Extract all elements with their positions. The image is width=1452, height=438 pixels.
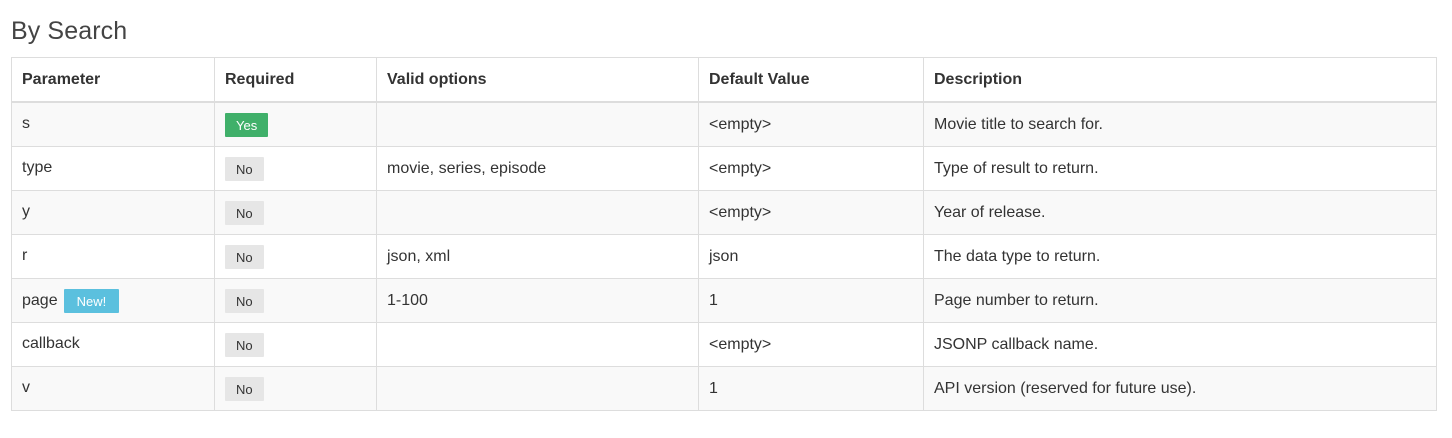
required-no-badge: No — [225, 244, 264, 269]
header-default-value: Default Value — [698, 57, 924, 103]
cell-parameter: page New! — [11, 278, 215, 323]
section-title: By Search — [11, 17, 128, 45]
cell-required: No — [214, 322, 377, 367]
table-row: type No movie, series, episode<empty>Type … — [11, 146, 1437, 191]
parameter-name: r — [22, 247, 28, 265]
header-parameter: Parameter — [11, 57, 215, 103]
cell-required: Yes — [214, 101, 377, 147]
cell-default-value: 1 — [698, 366, 924, 411]
header-description: Description — [923, 57, 1437, 103]
cell-default-value: <empty> — [698, 190, 924, 235]
cell-description: The data type to return. — [923, 234, 1437, 279]
cell-description: JSONP callback name. — [923, 322, 1437, 367]
table-header-row: Parameter Required Valid options Default… — [11, 57, 1437, 103]
cell-description: Year of release. — [923, 190, 1437, 235]
cell-valid-options: 1-100 — [376, 278, 699, 323]
cell-default-value: <empty> — [698, 146, 924, 191]
cell-default-value: <empty> — [698, 101, 924, 147]
cell-required: No — [214, 234, 377, 279]
parameter-name: y — [22, 203, 30, 221]
cell-description: Page number to return. — [923, 278, 1437, 323]
cell-parameter: s — [11, 101, 215, 147]
cell-valid-options — [376, 190, 699, 235]
header-required: Required — [214, 57, 377, 103]
new-badge: New! — [63, 288, 120, 313]
parameter-name: s — [22, 115, 30, 133]
cell-description: Type of result to return. — [923, 146, 1437, 191]
cell-valid-options: movie, series, episode — [376, 146, 699, 191]
cell-valid-options — [376, 366, 699, 411]
required-no-badge: No — [225, 376, 264, 401]
cell-parameter: v — [11, 366, 215, 411]
table-row: callback No <empty>JSONP callback name. — [11, 322, 1437, 367]
cell-required: No — [214, 190, 377, 235]
cell-default-value: json — [698, 234, 924, 279]
table-row: s Yes <empty>Movie title to search for. — [11, 101, 1437, 147]
cell-default-value: 1 — [698, 278, 924, 323]
cell-valid-options — [376, 322, 699, 367]
cell-required: No — [214, 146, 377, 191]
required-no-badge: No — [225, 156, 264, 181]
cell-description: Movie title to search for. — [923, 101, 1437, 147]
parameters-table: Parameter Required Valid options Default… — [11, 57, 1437, 411]
table-row: y No <empty>Year of release. — [11, 190, 1437, 235]
parameter-name: page — [22, 291, 58, 309]
cell-parameter: callback — [11, 322, 215, 367]
required-no-badge: No — [225, 200, 264, 225]
cell-required: No — [214, 366, 377, 411]
parameter-name: callback — [22, 335, 80, 353]
required-no-badge: No — [225, 332, 264, 357]
cell-valid-options — [376, 101, 699, 147]
parameter-name: v — [22, 379, 30, 397]
required-yes-badge: Yes — [225, 112, 269, 137]
cell-valid-options: json, xml — [376, 234, 699, 279]
cell-default-value: <empty> — [698, 322, 924, 367]
header-valid-options: Valid options — [376, 57, 699, 103]
cell-required: No — [214, 278, 377, 323]
cell-parameter: y — [11, 190, 215, 235]
cell-parameter: type — [11, 146, 215, 191]
required-no-badge: No — [225, 288, 264, 313]
cell-parameter: r — [11, 234, 215, 279]
cell-description: API version (reserved for future use). — [923, 366, 1437, 411]
parameter-name: type — [22, 159, 53, 177]
